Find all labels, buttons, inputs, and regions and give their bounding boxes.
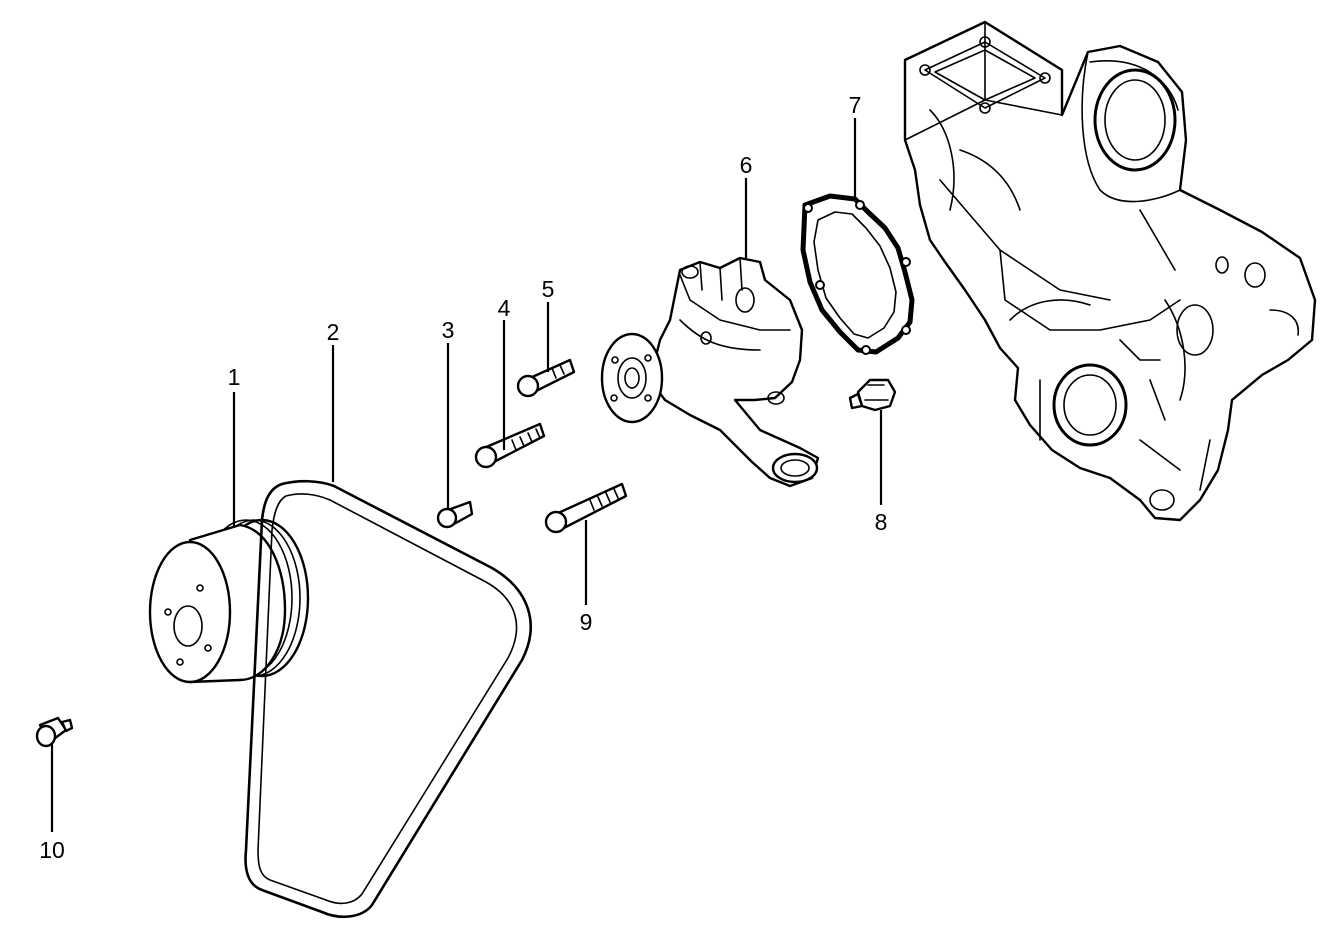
temperature-sender — [848, 378, 897, 412]
callout-5: 5 — [542, 276, 555, 302]
callout-1: 1 — [228, 364, 241, 390]
bolt-9 — [544, 482, 628, 534]
water-pump — [600, 256, 820, 488]
bolt-3 — [436, 500, 474, 529]
gasket — [800, 193, 915, 355]
timing-gear-case — [903, 20, 1317, 522]
callout-numbers: 1 2 3 4 5 6 7 8 9 10 — [39, 92, 887, 863]
callout-7: 7 — [849, 92, 862, 118]
v-belt — [244, 479, 532, 919]
bolt-5 — [516, 358, 576, 398]
leader-lines — [50, 118, 883, 832]
callout-2: 2 — [327, 319, 340, 345]
callout-8: 8 — [875, 509, 888, 535]
plug-10 — [35, 716, 74, 748]
callout-9: 9 — [580, 609, 593, 635]
bolt-4 — [474, 422, 546, 469]
callout-4: 4 — [498, 295, 511, 321]
fan-pulley — [148, 518, 310, 684]
callout-10: 10 — [39, 837, 65, 863]
callout-3: 3 — [442, 317, 455, 343]
callout-6: 6 — [740, 152, 753, 178]
